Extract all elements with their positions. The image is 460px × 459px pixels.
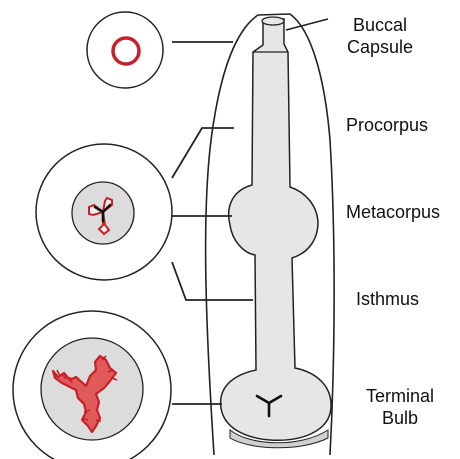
buccal-label-line1: Buccal bbox=[345, 14, 415, 36]
terminal-bulb-label: Terminal Bulb bbox=[356, 385, 444, 429]
metacorpus-label: Metacorpus bbox=[346, 201, 458, 223]
metacorpus-cross-section bbox=[36, 144, 172, 280]
procorpus-bracket bbox=[172, 128, 234, 178]
buccal-capsule-top bbox=[262, 17, 284, 25]
terminal-bulb-cross-section bbox=[13, 311, 171, 459]
buccal-capsule-label: Buccal Capsule bbox=[345, 14, 415, 58]
buccal-cross-section bbox=[87, 12, 163, 88]
pharynx-shape bbox=[221, 19, 331, 440]
buccal-label-line2: Capsule bbox=[345, 36, 415, 58]
terminal-label-line2: Bulb bbox=[356, 407, 444, 429]
terminal-label-line1: Terminal bbox=[356, 385, 444, 407]
procorpus-label: Procorpus bbox=[346, 114, 436, 136]
isthmus-label: Isthmus bbox=[356, 288, 436, 310]
isthmus-bracket bbox=[172, 262, 253, 300]
buccal-pointer-line bbox=[286, 19, 328, 30]
